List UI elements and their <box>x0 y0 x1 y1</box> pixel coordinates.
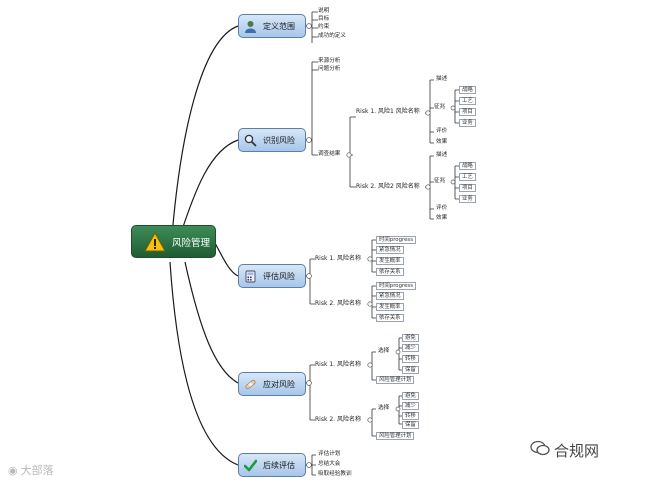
branch-follow-up-review[interactable]: 后续评估 <box>238 453 306 477</box>
branch-label: 评估风险 <box>263 271 295 281</box>
magnifier-icon <box>244 134 257 147</box>
connector-root-define <box>171 25 239 237</box>
connector-root-identify <box>179 139 239 237</box>
leaf-box: 工艺 <box>459 173 476 181</box>
leaf-box: 紧急情况 <box>376 246 404 254</box>
branch-label: 应对风险 <box>263 379 295 389</box>
watermark-left: ◉大部落 <box>8 462 54 478</box>
checkmark-icon <box>244 459 257 471</box>
leaf-box: 减少 <box>402 402 419 410</box>
leaf-text: 选择 <box>378 348 390 354</box>
branch-assess-risk[interactable]: 评估风险 <box>238 264 306 288</box>
leaf-text: 吸取经验教训 <box>318 471 352 477</box>
leaf-box: 战略 <box>459 162 476 170</box>
branch-identify-risk[interactable]: 识别风险 <box>238 128 306 152</box>
leaf-text: 目标 <box>318 16 330 22</box>
branch-label: 定义范围 <box>263 21 295 31</box>
leaf-box: 保留 <box>402 421 419 429</box>
branch-respond-risk[interactable]: 应对风险 <box>238 372 306 396</box>
leaf-text: 征兆 <box>434 178 446 184</box>
risk-label: Risk 1. 风险名称 <box>315 361 361 368</box>
leaf-text: 评估计划 <box>318 451 341 457</box>
leaf-box: 战略 <box>459 86 476 94</box>
risk-label: Risk 1. 风险1 风险名称 <box>356 108 420 115</box>
branch-define-scope[interactable]: 定义范围 <box>238 14 306 38</box>
leaf-text: 问题分析 <box>318 66 341 72</box>
leaf-text: 成功的定义 <box>318 33 346 39</box>
leaf-box: 项目 <box>459 108 476 116</box>
leaf-text: 来源分析 <box>318 58 341 64</box>
watermark-right-text: 合规网 <box>554 442 600 460</box>
risk-label: Risk 2. 风险2 风险名称 <box>356 183 420 190</box>
root-node[interactable]: 风险管理 <box>131 225 216 258</box>
leaf-box: 依存关系 <box>376 268 404 276</box>
watermark-left-text: 大部落 <box>20 464 54 477</box>
leaf-box: 发生概率 <box>376 303 404 311</box>
risk-label: Risk 2. 风险名称 <box>315 416 361 423</box>
leaf-box: 减少 <box>402 344 419 352</box>
bandage-icon <box>245 379 256 389</box>
leaf-box: 依存关系 <box>376 314 404 322</box>
risk-label: Risk 2. 风险名称 <box>315 300 361 307</box>
leaf-box: 业务 <box>459 119 476 127</box>
leaf-box: 时间progress <box>376 236 417 244</box>
leaf-box: 风险管理计划 <box>376 432 415 440</box>
connector-root-respond <box>184 261 239 384</box>
leaf-box: 转移 <box>402 355 419 363</box>
branch-label: 识别风险 <box>263 135 295 145</box>
watermark-right: 合规网 <box>530 440 599 461</box>
branch-label: 后续评估 <box>263 460 295 470</box>
warning-icon <box>144 231 166 251</box>
leaf-text: 效果 <box>436 215 448 221</box>
leaf-text: 评价 <box>436 128 448 134</box>
connector-root-review <box>169 261 239 466</box>
leaf-text: 评价 <box>436 205 448 211</box>
risk-label: Risk 1. 风险名称 <box>315 255 361 262</box>
leaf-box: 项目 <box>459 184 476 192</box>
leaf-text: 约束 <box>318 24 330 30</box>
leaf-box: 工艺 <box>459 97 476 105</box>
leaf-box: 保留 <box>402 366 419 374</box>
leaf-box: 发生概率 <box>376 257 404 265</box>
weibo-icon: ◉ <box>8 464 18 477</box>
leaf-box: 避免 <box>402 334 419 342</box>
connector-root-assess <box>214 242 239 277</box>
leaf-text: 效果 <box>436 139 448 145</box>
leaf-text: 总结大会 <box>318 461 341 467</box>
leaf-text: 说明 <box>318 8 330 14</box>
leaf-text: 征兆 <box>434 104 446 110</box>
leaf-box: 紧急情况 <box>376 292 404 300</box>
leaf-text: 描述 <box>436 152 448 158</box>
survey-label: 调查结果 <box>318 151 341 157</box>
leaf-text: 选择 <box>378 405 390 411</box>
calculator-icon <box>245 270 256 282</box>
leaf-box: 时间progress <box>376 282 417 290</box>
leaf-box: 转移 <box>402 412 419 420</box>
leaf-box: 避免 <box>402 392 419 400</box>
leaf-box: 业务 <box>459 195 476 203</box>
leaf-box: 风险管理计划 <box>376 376 415 384</box>
root-label: 风险管理 <box>172 237 211 249</box>
wechat-icon <box>530 440 550 460</box>
leaf-text: 描述 <box>436 76 448 82</box>
person-icon <box>245 20 256 33</box>
